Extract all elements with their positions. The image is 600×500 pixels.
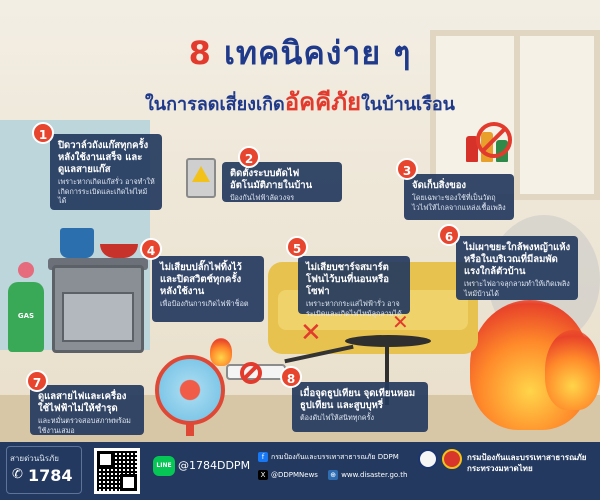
prohibited-icon	[240, 362, 262, 384]
tip-number-badge-8: 8	[280, 366, 302, 388]
facebook-icon: f	[258, 452, 268, 462]
bottle-icon	[466, 136, 478, 162]
website-link[interactable]: www.disaster.go.th	[341, 471, 408, 479]
tip-body: เพราะหากกระแสไฟฟ้ารั่ว อาจระเบิดและเกิดไ…	[306, 299, 402, 318]
x-row[interactable]: X@DDPMNews ⊕www.disaster.go.th	[258, 470, 407, 480]
tip-heading: ไม่เสียบชาร์จสมาร์ตโฟนไว้บนที่นอนหรือโซฟ…	[306, 262, 389, 297]
cross-icon: ✕	[392, 310, 409, 334]
globe-icon: ⊕	[328, 470, 339, 480]
frying-pan-illustration	[100, 244, 138, 258]
tip-body: โดยเฉพาะของใช้ที่เป็นวัตถุไวไฟให้ไกลจากแ…	[412, 193, 506, 212]
organization-name: กรมป้องกันและบรรเทาสาธารณภัย กระทรวงมหาด…	[467, 453, 587, 473]
tip-card-1: ปิดวาล์วถังแก๊สทุกครั้ง หลังใช้งานเสร็จ …	[50, 134, 162, 210]
tip-heading: ไม่เสียบปลั๊กไฟทิ้งไว้และปิดสวิตช์ทุกครั…	[160, 262, 242, 297]
tip-number-badge-1: 1	[32, 122, 54, 144]
x-link[interactable]: @DDPMNews	[271, 471, 318, 479]
fan-stand-illustration	[186, 422, 194, 436]
pot-illustration	[60, 228, 94, 258]
tip-body: เพราะไฟอาจลุกลามทำให้เกิดเพลิงไหม้บ้านได…	[464, 279, 570, 298]
tip-heading: เมื่อจุดธูปเทียน จุดเทียนหอม ธูปเทียน แล…	[300, 388, 416, 411]
gas-tank-label: GAS	[17, 312, 35, 320]
title-number: 8	[188, 34, 212, 72]
tip-heading: ปิดวาล์วถังแก๊สทุกครั้ง หลังใช้งานเสร็จ …	[58, 140, 149, 175]
tip-number-badge-3: 3	[396, 158, 418, 180]
tip-card-8: เมื่อจุดธูปเทียน จุดเทียนหอม ธูปเทียน แล…	[292, 382, 428, 432]
hotline-box	[6, 446, 82, 494]
line-icon-label: LINE	[156, 462, 172, 469]
gas-tank-illustration: GAS	[8, 282, 44, 352]
tip-card-7: ดูแลสายไฟและเครื่องใช้ไฟฟ้าไม่ให้ชำรุด แ…	[30, 385, 144, 435]
ddpm-seal-icon	[442, 449, 462, 469]
facebook-link[interactable]: กรมป้องกันและบรรเทาสาธารณภัย DDPM	[271, 453, 399, 461]
tip-body: และหมั่นตรวจสอบสภาพพร้อมใช้งานเสมอ	[38, 416, 131, 435]
x-icon: X	[258, 470, 268, 480]
tip-card-6: ไม่เผาขยะใกล้พงหญ้าแห้ง หรือในบริเวณที่ม…	[456, 236, 578, 300]
hotline-number[interactable]: 1784	[28, 466, 73, 485]
tip-card-2: ติดตั้งระบบตัดไฟอัตโนมัติภายในบ้าน ป้องก…	[222, 162, 342, 202]
line-id-link[interactable]: @1784DDPM	[178, 459, 251, 472]
tip-body: ต้องดับไฟให้สนิททุกครั้ง	[300, 413, 374, 422]
tip-heading: ดูแลสายไฟและเครื่องใช้ไฟฟ้าไม่ให้ชำรุด	[38, 391, 127, 414]
page-title: 8 เทคนิคง่าย ๆ	[0, 28, 600, 79]
subtitle-before: ในการลดเสี่ยงเกิด	[145, 94, 285, 115]
tip-card-4: ไม่เสียบปลั๊กไฟทิ้งไว้และปิดสวิตช์ทุกครั…	[152, 256, 264, 322]
subtitle-highlight: อัคคีภัย	[284, 88, 362, 116]
power-strip-fire-icon	[210, 338, 232, 366]
tip-card-5: ไม่เสียบชาร์จสมาร์ตโฟนไว้บนที่นอนหรือโซฟ…	[298, 256, 410, 318]
subtitle-after: ในบ้านเรือน	[361, 94, 455, 115]
page-subtitle: ในการลดเสี่ยงเกิดอัคคีภัยในบ้านเรือน	[0, 82, 600, 121]
qr-code-icon[interactable]	[94, 448, 140, 494]
oven-door-illustration	[62, 292, 134, 342]
phone-icon: ✆	[12, 467, 23, 482]
tip-heading: ไม่เผาขยะใกล้พงหญ้าแห้ง หรือในบริเวณที่ม…	[464, 242, 571, 277]
electric-fan-illustration	[155, 355, 225, 425]
cross-icon: ✕	[300, 318, 322, 348]
tip-body: ป้องกันไฟฟ้าลัดวงจร	[230, 193, 295, 202]
hotline-caption: สายด่วนนิรภัย	[10, 454, 59, 463]
ministry-seal-icon	[418, 449, 438, 469]
tip-card-3: จัดเก็บสิ่งของ โดยเฉพาะของใช้ที่เป็นวัตถ…	[404, 174, 514, 220]
side-table-leg-illustration	[385, 345, 389, 405]
tip-heading: จัดเก็บสิ่งของ	[412, 180, 467, 191]
tip-heading: ติดตั้งระบบตัดไฟอัตโนมัติภายในบ้าน	[230, 168, 313, 191]
tip-number-badge-4: 4	[140, 238, 162, 260]
title-text: เทคนิคง่าย ๆ	[224, 34, 412, 72]
side-table-illustration	[345, 335, 431, 347]
tip-body: เพื่อป้องกันการเกิดไฟฟ้าช็อต	[160, 299, 249, 308]
line-app-icon[interactable]: LINE	[153, 456, 175, 476]
tip-number-badge-7: 7	[26, 370, 48, 392]
bonfire-flame-illustration-small	[545, 330, 600, 410]
tip-number-badge-2: 2	[238, 146, 260, 168]
tip-body: เพราะหากเกิดแก๊สรั่ว อาจทำให้เกิดการระเบ…	[58, 177, 155, 205]
tip-number-badge-6: 6	[438, 224, 460, 246]
tip-number-badge-5: 5	[286, 236, 308, 258]
window-illustration	[430, 30, 600, 200]
gas-valve-illustration	[18, 262, 34, 278]
prohibited-icon	[476, 122, 512, 158]
